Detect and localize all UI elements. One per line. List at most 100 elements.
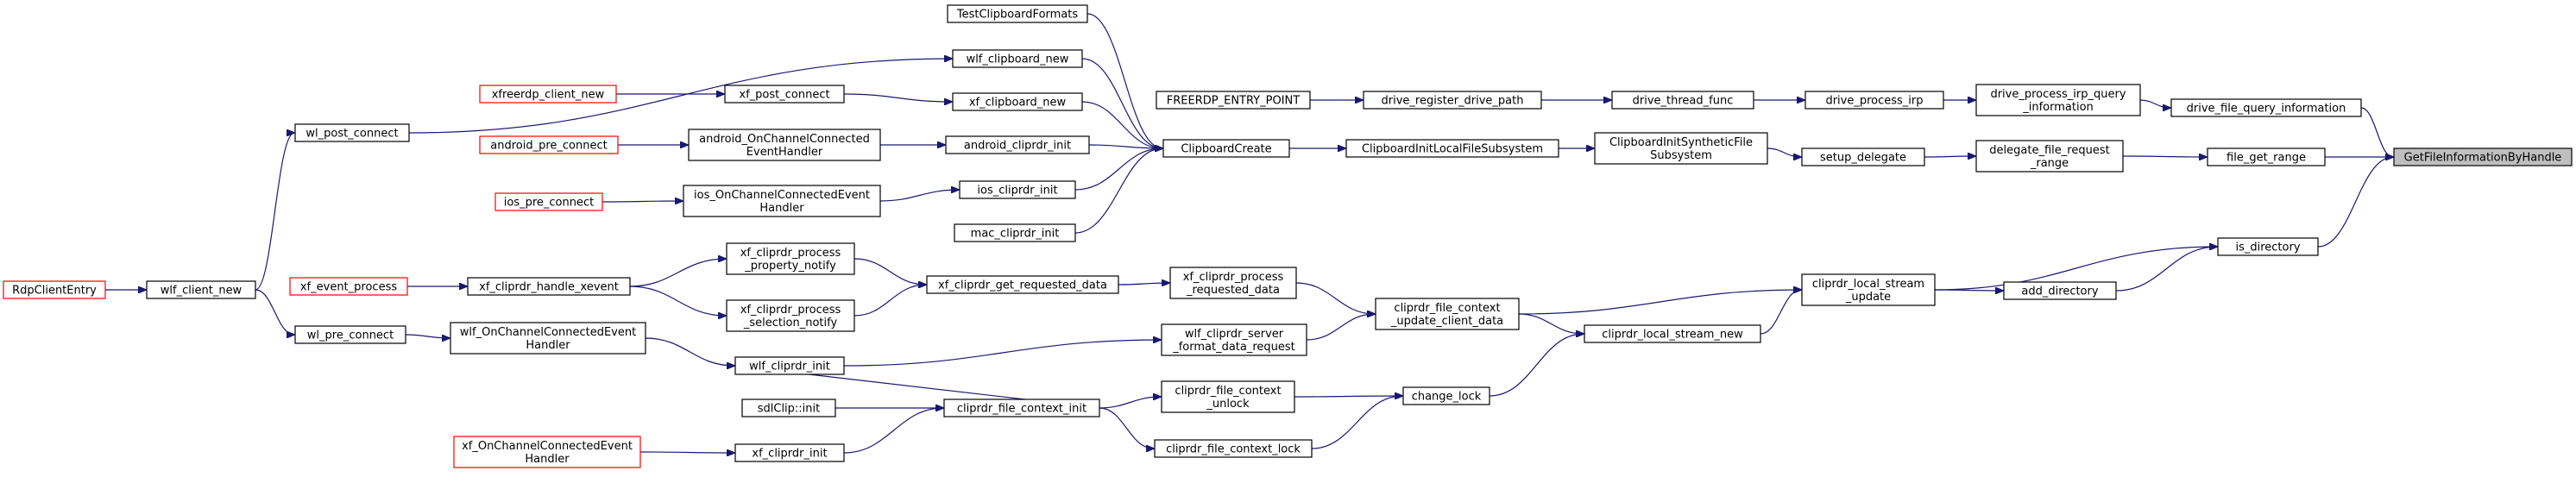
node-xf-clipboard-new[interactable]: xf_clipboard_new — [952, 92, 1083, 111]
node-label: file_get_range — [2226, 152, 2306, 165]
node-ios-pre-connect[interactable]: ios_pre_connect — [494, 192, 603, 211]
node-xf-cliprdr-process-requested-data[interactable]: xf_cliprdr_process_requested_data — [1169, 267, 1297, 299]
node-label: GetFileInformationByHandle — [2404, 152, 2562, 165]
node-label: drive_register_drive_path — [1382, 95, 1524, 108]
edge-cliprdr-local-stream-new-to-cliprdr-local-stream-update — [1760, 290, 1801, 335]
edge-cliprdr-file-context-update-client-data-to-cliprdr-local-stream-new — [1518, 313, 1584, 334]
node-label: xf_clipboard_new — [969, 97, 1067, 110]
node-box — [494, 192, 603, 211]
node-label: drive_thread_func — [1633, 95, 1734, 108]
node-box — [1975, 84, 2141, 116]
node-wlf-cliprdr-server-format-data-request[interactable]: wlf_cliprdr_server_format_data_request — [1161, 323, 1307, 356]
node-label: wlf_client_new — [161, 285, 242, 298]
edge-test-clipboard-formats-to-clipboard-create — [1086, 13, 1162, 148]
node-android-pre-connect[interactable]: android_pre_connect — [479, 135, 619, 154]
node-box — [952, 92, 1083, 111]
node-xf-cliprdr-get-requested-data[interactable]: xf_cliprdr_get_requested_data — [926, 275, 1119, 294]
edge-xf-cliprdr-process-property-notify-to-xf-cliprdr-get-requested-data — [853, 258, 926, 285]
edge-ios-pre-connect-to-ios-on-channel-connected-event-handler — [601, 201, 683, 202]
node-label: delegate_file_request — [1989, 144, 2109, 157]
node-box — [2217, 237, 2319, 256]
node-label: EventHandler — [746, 146, 823, 159]
node-label: xf_cliprdr_process — [1183, 271, 1284, 284]
edge-ios-on-channel-connected-event-handler-to-ios-cliprdr-init — [879, 190, 959, 202]
node-box — [683, 185, 881, 217]
node-label: wl_pre_connect — [307, 330, 394, 342]
node-wlf-cliprdr-init[interactable]: wlf_cliprdr_init — [734, 356, 845, 375]
node-cliprdr-file-context-init[interactable]: cliprdr_file_context_init — [943, 399, 1100, 417]
node-wlf-client-new[interactable]: wlf_client_new — [146, 280, 256, 299]
node-drive-thread-func[interactable]: drive_thread_func — [1611, 91, 1754, 110]
node-mac-cliprdr-init[interactable]: mac_cliprdr_init — [954, 223, 1076, 242]
edge-wlf-cliprdr-init-to-wlf-cliprdr-server-format-data-request — [843, 340, 1161, 367]
node-drive-process-irp[interactable]: drive_process_irp — [1804, 91, 1944, 110]
node-label: wlf_cliprdr_init — [749, 361, 830, 373]
node-xf-cliprdr-init[interactable]: xf_cliprdr_init — [734, 443, 845, 462]
node-label: mac_cliprdr_init — [971, 228, 1060, 241]
node-is-directory[interactable]: is_directory — [2217, 237, 2319, 256]
node-setup-delegate[interactable]: setup_delegate — [1801, 147, 1925, 166]
node-cliprdr-file-context-lock[interactable]: cliprdr_file_context_lock — [1154, 439, 1313, 458]
node-label: xf_cliprdr_process — [740, 304, 841, 317]
node-label: ios_OnChannelConnectedEvent — [694, 189, 870, 202]
node-get-file-information-by-handle[interactable]: GetFileInformationByHandle — [2393, 147, 2573, 166]
node-drive-process-irp-query-information[interactable]: drive_process_irp_query_information — [1975, 84, 2141, 116]
node-label: xf_cliprdr_init — [752, 448, 827, 461]
node-rdp-client-entry[interactable]: RdpClientEntry — [3, 280, 106, 299]
node-box — [1375, 298, 1520, 330]
node-box — [1363, 91, 1542, 110]
node-add-directory[interactable]: add_directory — [2003, 281, 2117, 300]
edge-wl-pre-connect-to-wlf-on-channel-connected-event-handler — [405, 334, 450, 338]
node-sdl-clip-init[interactable]: sdlClip::init — [741, 399, 836, 417]
edge-cliprdr-local-stream-update-to-is-directory — [1934, 247, 2217, 291]
node-file-get-range[interactable]: file_get_range — [2207, 147, 2326, 166]
node-drive-register-drive-path[interactable]: drive_register_drive_path — [1363, 91, 1542, 110]
node-xf-cliprdr-handle-xevent[interactable]: xf_cliprdr_handle_xevent — [467, 277, 631, 296]
node-ios-cliprdr-init[interactable]: ios_cliprdr_init — [959, 180, 1076, 199]
node-box — [467, 277, 631, 296]
node-label: xf_cliprdr_get_requested_data — [938, 279, 1107, 292]
node-label: add_directory — [2021, 286, 2098, 298]
edge-cliprdr-file-context-unlock-to-change-lock — [1294, 396, 1402, 397]
node-label: _selection_notify — [743, 317, 838, 330]
edge-wlf-on-channel-connected-event-handler-to-wlf-cliprdr-init — [645, 337, 734, 366]
node-label: cliprdr_file_context_init — [957, 403, 1086, 416]
node-android-cliprdr-init[interactable]: android_cliprdr_init — [945, 135, 1090, 154]
node-freerdp-entry-point[interactable]: FREERDP_ENTRY_POINT — [1156, 91, 1311, 110]
edge-xf-cliprdr-get-requested-data-to-xf-cliprdr-process-requested-data — [1118, 283, 1169, 285]
node-cliprdr-local-stream-update[interactable]: cliprdr_local_stream_update — [1801, 273, 1936, 306]
node-box — [453, 436, 641, 468]
node-xf-post-connect[interactable]: xf_post_connect — [724, 85, 845, 104]
node-cliprdr-local-stream-new[interactable]: cliprdr_local_stream_new — [1584, 324, 1761, 343]
node-wl-pre-connect[interactable]: wl_pre_connect — [294, 325, 406, 344]
node-cliprdr-file-context-unlock[interactable]: cliprdr_file_context_unlock — [1161, 380, 1295, 413]
node-label: cliprdr_file_context — [1175, 385, 1281, 398]
node-clipboard-create[interactable]: ClipboardCreate — [1162, 139, 1290, 158]
node-drive-file-query-information[interactable]: drive_file_query_information — [2170, 98, 2362, 117]
node-cliprdr-file-context-update-client-data[interactable]: cliprdr_file_context_update_client_data — [1375, 298, 1520, 330]
node-label: wl_post_connect — [305, 128, 398, 141]
node-xf-event-process[interactable]: xf_event_process — [289, 277, 408, 296]
node-xfreerdp-client-new[interactable]: xfreerdp_client_new — [479, 85, 617, 104]
node-xf-cliprdr-process-selection-notify[interactable]: xf_cliprdr_process_selection_notify — [726, 299, 855, 332]
node-box — [688, 129, 881, 161]
node-wl-post-connect[interactable]: wl_post_connect — [294, 123, 410, 142]
node-box — [947, 4, 1088, 23]
edge-delegate-file-request-range-to-file-get-range — [2122, 156, 2207, 157]
node-xf-cliprdr-process-property-notify[interactable]: xf_cliprdr_process_property_notify — [726, 242, 855, 275]
node-test-clipboard-formats[interactable]: TestClipboardFormats — [947, 4, 1088, 23]
node-box — [1162, 139, 1290, 158]
node-wlf-clipboard-new[interactable]: wlf_clipboard_new — [952, 49, 1083, 68]
node-label: ClipboardInitSyntheticFile — [1609, 136, 1753, 149]
node-clipboard-init-local-file-subsystem[interactable]: ClipboardInitLocalFileSubsystem — [1345, 139, 1559, 158]
node-box — [741, 399, 836, 417]
node-label: _update — [1845, 291, 1891, 304]
node-label: ClipboardCreate — [1181, 143, 1271, 156]
node-change-lock[interactable]: change_lock — [1402, 386, 1490, 405]
node-delegate-file-request-range[interactable]: delegate_file_request_range — [1975, 140, 2124, 173]
